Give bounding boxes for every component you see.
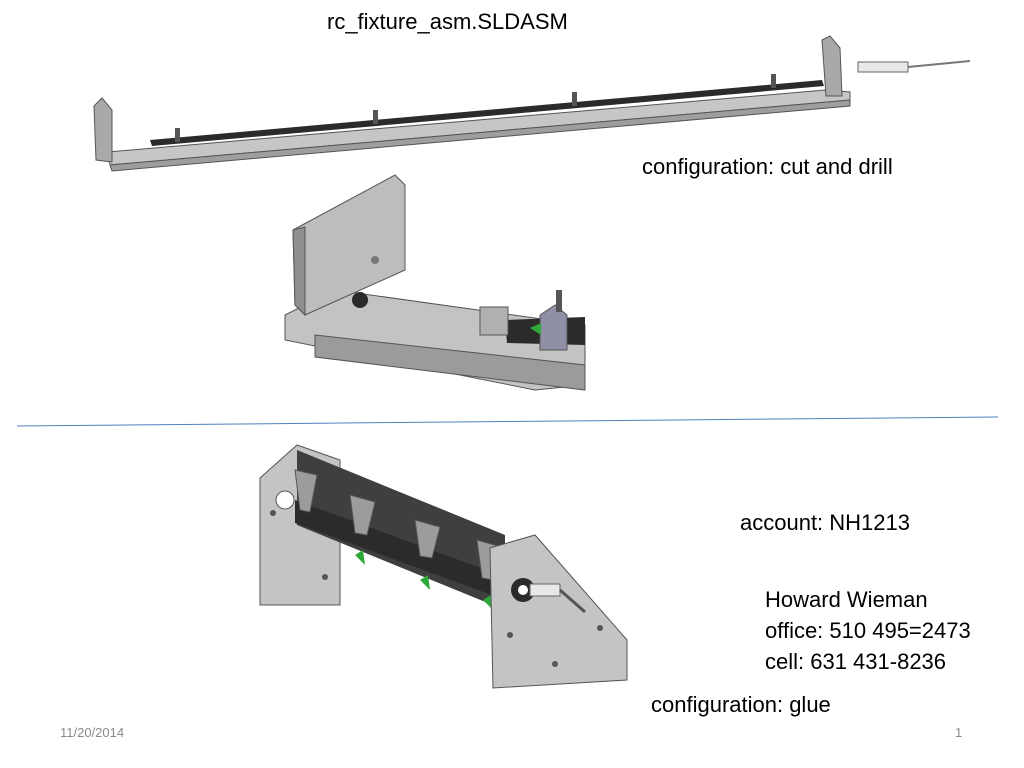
fixture-overview-drawing (93, 35, 971, 172)
config-cut-label: configuration: cut and drill (642, 154, 893, 179)
contact-office: office: 510 495=2473 (765, 618, 971, 643)
footer-page-number: 1 (955, 725, 963, 740)
slide-title: rc_fixture_asm.SLDASM (327, 9, 568, 34)
contact-cell: cell: 631 431-8236 (765, 649, 947, 674)
contact-name: Howard Wieman (765, 587, 928, 612)
fixture-glue-drawing (259, 444, 628, 689)
account-label: account: NH1213 (740, 510, 910, 535)
config-glue-label: configuration: glue (651, 692, 831, 717)
fixture-detail-drawing (284, 174, 586, 391)
footer-date: 11/20/2014 (60, 725, 125, 740)
